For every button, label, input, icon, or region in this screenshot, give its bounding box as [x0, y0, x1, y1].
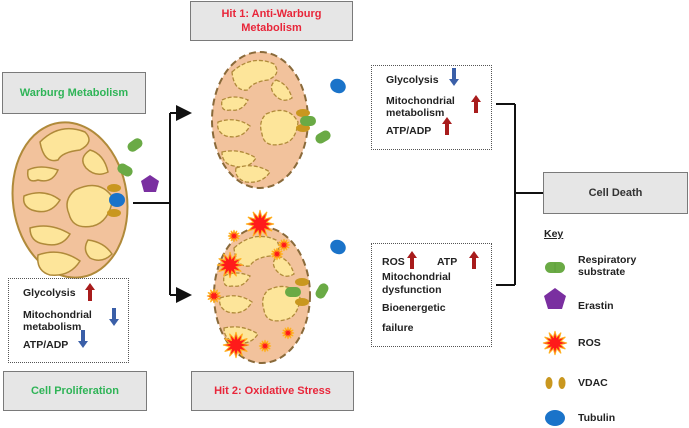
key-icons	[542, 262, 568, 426]
key-label-line1: Respiratory	[578, 254, 637, 266]
warburg-glycolysis-up-arrow-icon	[85, 283, 95, 301]
cell-proliferation-box: Cell Proliferation	[3, 371, 147, 411]
hit2-dysfunction-line2: dysfunction	[382, 284, 442, 296]
warburg-effects-box: Glycolysis Mitochondrial metabolism ATP/…	[8, 278, 129, 363]
hit1-label-line1: Hit 1: Anti-Warburg	[221, 8, 322, 20]
hit1-effects-box: Glycolysis Mitochondrial metabolism ATP/…	[371, 65, 492, 150]
warburg-mito-down-arrow-icon	[109, 308, 119, 326]
hit1-label-line2: Metabolism	[241, 22, 302, 34]
hit1-glycolysis-down-arrow-icon	[449, 68, 459, 86]
warburg-atp: ATP/ADP	[23, 339, 69, 351]
hit2-label: Hit 2: Oxidative Stress	[214, 385, 331, 397]
ros-burst-icon	[216, 251, 244, 279]
hit2-dysfunction-line1: Mitochondrial	[382, 271, 451, 283]
hit1-glycolysis: Glycolysis	[386, 74, 439, 86]
cell-proliferation-label: Cell Proliferation	[30, 385, 120, 397]
hit1-atp: ATP/ADP	[386, 125, 432, 137]
key-tubulin-icon	[545, 410, 565, 426]
hit2-failure-line1: Bioenergetic	[382, 302, 446, 314]
ros-burst-icon	[281, 326, 295, 340]
key-erastin-icon	[544, 288, 566, 309]
key-label-erastin: Erastin	[578, 300, 614, 312]
cell-death-label: Cell Death	[588, 187, 643, 199]
hit2-atp: ATP	[437, 256, 458, 268]
hit2-atp-up-arrow-icon	[469, 251, 479, 269]
mitochondrion-warburg	[11, 121, 129, 279]
hit1-atp-up-arrow-icon	[442, 117, 452, 135]
warburg-mito-line2: metabolism	[23, 321, 82, 333]
respiratory-substrate-icon	[117, 138, 143, 177]
hit2-ros-up-arrow-icon	[407, 251, 417, 269]
warburg-glycolysis: Glycolysis	[23, 287, 76, 299]
trend-arrows	[78, 68, 481, 348]
key-label-tubulin: Tubulin	[578, 412, 616, 424]
warburg-mito-line1: Mitochondrial	[23, 309, 92, 321]
branch-connector	[133, 105, 192, 303]
hit1-mito-line1: Mitochondrial	[386, 95, 455, 107]
ros-burst-icon	[227, 229, 241, 243]
erastin-icon	[141, 175, 159, 192]
key-ros-burst-icon	[542, 330, 568, 356]
ros-burst-icon	[270, 247, 284, 261]
hit1-mito-line2: metabolism	[386, 107, 445, 119]
key-label-vdac: VDAC	[578, 377, 608, 389]
key-label-line2: substrate	[578, 266, 626, 278]
ros-bursts	[206, 209, 295, 359]
key-vdac-icon	[545, 377, 553, 389]
key-ros-icon	[542, 330, 568, 356]
warburg-atp-down-arrow-icon	[78, 330, 88, 348]
key-label-ros: ROS	[578, 337, 601, 349]
hit2-failure-line2: failure	[382, 322, 414, 334]
ros-burst-icon	[206, 288, 222, 304]
key-title: Key	[544, 228, 564, 240]
cell-death-box: Cell Death	[543, 172, 688, 214]
ros-burst-icon	[222, 331, 250, 359]
ros-burst-icon	[277, 238, 291, 252]
ros-burst-icon	[245, 209, 275, 239]
mitochondrion-hit1	[211, 51, 346, 189]
hit2-effects-box: ROS ATP Mitochondrial dysfunction Bioene…	[371, 243, 492, 347]
hit2-box: Hit 2: Oxidative Stress	[191, 371, 354, 411]
hit1-mito-up-arrow-icon	[471, 95, 481, 113]
merge-connector	[496, 103, 543, 286]
ros-burst-icon	[258, 339, 272, 353]
warburg-metabolism-box: Warburg Metabolism	[2, 72, 146, 114]
warburg-metabolism-label: Warburg Metabolism	[19, 87, 129, 99]
hit1-box: Hit 1: Anti-Warburg Metabolism	[190, 1, 353, 41]
key-label-respiratory-substrate: Respiratory substrate	[578, 254, 636, 278]
hit2-ros: ROS	[382, 256, 405, 268]
